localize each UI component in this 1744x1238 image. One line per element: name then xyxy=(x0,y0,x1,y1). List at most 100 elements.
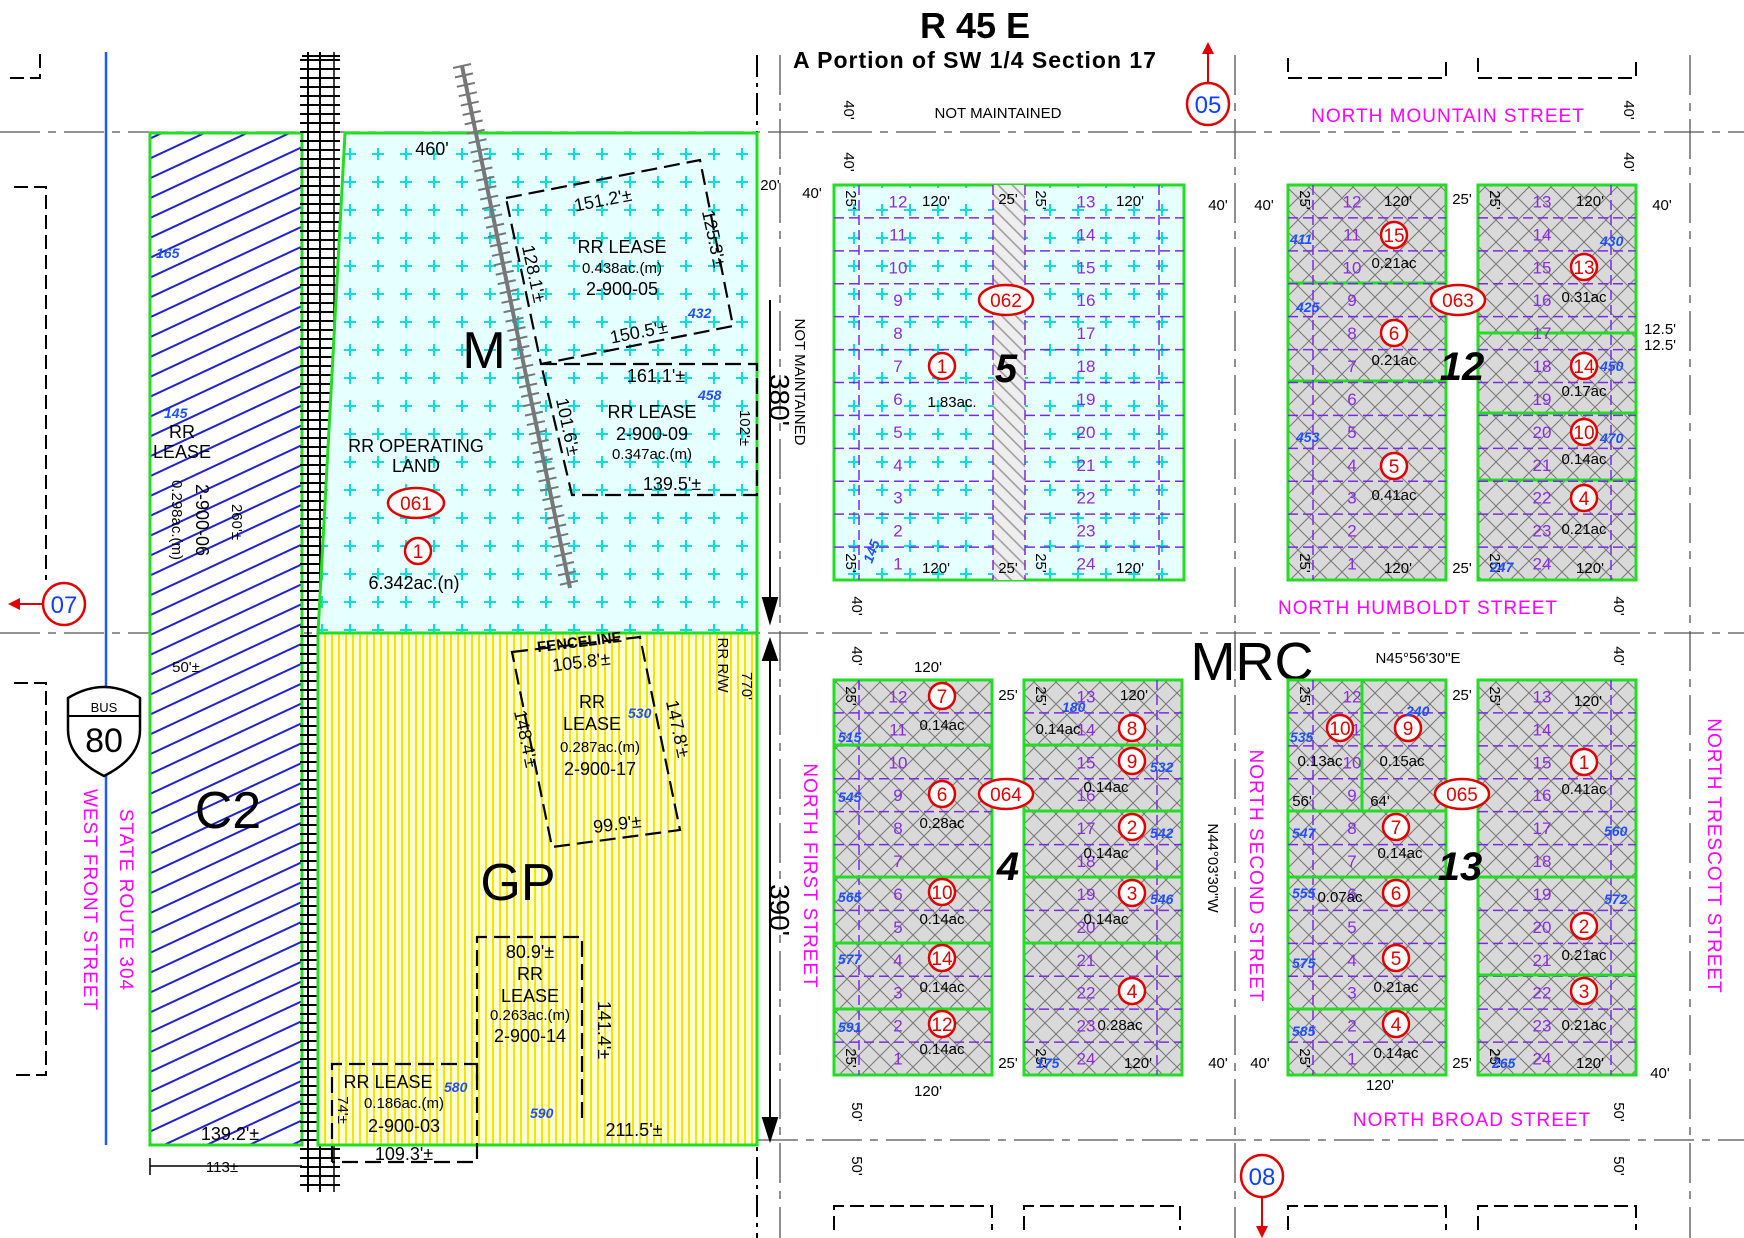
lease5-id: 2-900-03 xyxy=(368,1116,440,1136)
lot-acreage: 0.14ac xyxy=(919,911,965,928)
lot-number: 23 xyxy=(1077,1017,1096,1036)
lot-number: 12 xyxy=(1343,687,1362,706)
lot-acreage: 0.07ac xyxy=(1317,889,1363,906)
lot-number: 11 xyxy=(889,225,907,244)
lot-number: 6 xyxy=(893,885,902,904)
lot-acreage: 0.14ac xyxy=(919,717,965,734)
lot-number: 18 xyxy=(1077,852,1096,871)
parcel-590: 590 xyxy=(530,1105,554,1121)
dimension-label: 120' xyxy=(1116,560,1144,577)
lot-number: 8 xyxy=(1347,324,1356,343)
block-4 xyxy=(832,678,1184,1077)
lot-marker-number: 5 xyxy=(1391,949,1402,970)
lot-number: 5 xyxy=(893,423,902,442)
lot-number: 15 xyxy=(1533,753,1552,772)
lot-marker xyxy=(1381,943,1411,973)
lot-number: 3 xyxy=(1347,489,1356,508)
lot-marker xyxy=(1381,878,1411,908)
parcel-432: 432 xyxy=(687,305,712,321)
lot-number: 1 xyxy=(1347,555,1356,574)
dim-80: 80.9'± xyxy=(506,942,554,962)
dimension-label: 120' xyxy=(1124,1055,1152,1072)
dimension-label: 56' xyxy=(1292,793,1312,810)
parcel-number: 545 xyxy=(838,789,862,805)
block-5-label: 5 xyxy=(995,347,1018,391)
lot-number: 22 xyxy=(1077,489,1096,508)
lot-number: 24 xyxy=(1077,555,1096,574)
block-12 xyxy=(1286,183,1638,582)
dimension-label: 25' xyxy=(998,191,1018,208)
dimension-label: 50' xyxy=(1610,1156,1627,1176)
map-number-065: 065 xyxy=(1433,777,1491,811)
lot-number: 21 xyxy=(1077,456,1096,475)
parcel-number: 547 xyxy=(1292,825,1317,841)
svg-text:065: 065 xyxy=(1446,785,1478,806)
parcel-number: 560 xyxy=(1604,823,1628,839)
dimension-label: 25' xyxy=(842,190,859,210)
lot-marker xyxy=(1117,746,1147,776)
lot-marker xyxy=(1569,483,1599,513)
dimension-label: 25' xyxy=(1032,553,1049,573)
block-13 xyxy=(1286,678,1638,1077)
parcel-number: 535 xyxy=(1290,729,1314,745)
dimension-label: 120' xyxy=(1574,693,1602,710)
dim-141: 141.4'± xyxy=(594,1001,614,1059)
dimension-label: 120' xyxy=(1116,193,1144,210)
lot-marker xyxy=(1117,713,1147,743)
lot-number: 13 xyxy=(1533,192,1552,211)
lot-marker xyxy=(1393,713,1423,743)
lot-number: 8 xyxy=(893,819,902,838)
lease6-acres: 0.298ac.(m) xyxy=(168,480,185,560)
parcel-number: 591 xyxy=(838,1019,862,1035)
lot-number: 23 xyxy=(1533,1017,1552,1036)
dimension-label: 25' xyxy=(1452,560,1472,577)
dim-arrows xyxy=(761,300,779,1144)
dimension-label: 25' xyxy=(998,687,1018,704)
dimension-label: 25' xyxy=(998,1055,1018,1072)
lease2-id: 2-900-09 xyxy=(616,424,688,444)
dimension-label: 120' xyxy=(1576,193,1604,210)
dimension-label: 50' xyxy=(848,1156,865,1176)
dimension-label: 50' xyxy=(1610,1102,1627,1122)
svg-text:07: 07 xyxy=(51,592,78,619)
lot-acreage: 0.41ac xyxy=(1371,487,1417,504)
lot-number: 11 xyxy=(889,720,907,739)
lot-number: 8 xyxy=(893,324,902,343)
lot-number: 5 xyxy=(1347,423,1356,442)
svg-text:061: 061 xyxy=(400,494,432,515)
parcel-number: 450 xyxy=(1599,358,1624,374)
lot-number: 9 xyxy=(893,291,902,310)
lot-marker xyxy=(1117,812,1147,842)
parcel-458: 458 xyxy=(697,387,722,403)
lot-marker xyxy=(927,681,957,711)
parcel-number: 425 xyxy=(1295,299,1320,315)
lot-number: 10 xyxy=(889,258,908,277)
dimension-label: 25' xyxy=(842,1048,859,1068)
lot-acreage: 0.14ac xyxy=(1083,779,1129,796)
lot-number: 5 xyxy=(893,918,902,937)
map-number-061: 061 xyxy=(386,486,446,520)
dimension-label: 120' xyxy=(922,193,950,210)
lot-marker-number: 13 xyxy=(1573,258,1594,279)
parcel-number: 411 xyxy=(1289,231,1313,247)
dimension-label: 64' xyxy=(1370,793,1390,810)
lot-number: 20 xyxy=(1533,423,1552,442)
dimension-label: 25' xyxy=(1296,553,1313,573)
lot-number: 24 xyxy=(1533,555,1552,574)
dim-260: 260'± xyxy=(228,504,245,540)
lot-number: 19 xyxy=(1077,885,1096,904)
lot-number: 22 xyxy=(1077,984,1096,1003)
dimension-label: 120' xyxy=(922,560,950,577)
lot-acreage: 0.21ac xyxy=(1373,979,1419,996)
lot-number: 21 xyxy=(1533,951,1552,970)
dimension-label: 40' xyxy=(1652,197,1672,214)
lot-number: 23 xyxy=(1533,522,1552,541)
lot-number: 13 xyxy=(1077,687,1096,706)
lot-marker-number: 9 xyxy=(1403,719,1414,740)
rr-rw: RR R/W xyxy=(714,638,731,694)
street-west-front: WEST FRONT STREET xyxy=(79,789,100,1011)
svg-text:1: 1 xyxy=(937,357,948,378)
dimension-label: 120' xyxy=(1366,1077,1394,1094)
lot-number: 16 xyxy=(1533,291,1552,310)
lot-acreage: 0.21ac xyxy=(1561,1017,1607,1034)
